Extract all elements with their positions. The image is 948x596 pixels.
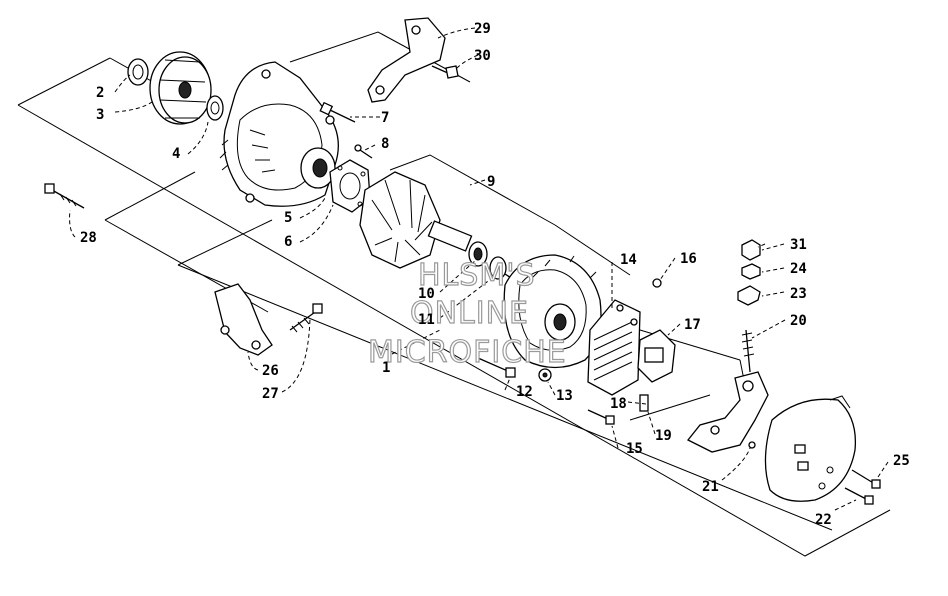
cover-bolts (844, 469, 881, 505)
callout-3: 3 (96, 107, 104, 123)
watermark-line-3: MICROFICHE (368, 335, 567, 370)
lower-bolts (477, 357, 615, 425)
callout-4: 4 (172, 146, 180, 162)
callout-26: 26 (262, 363, 279, 379)
callout-23: 23 (790, 286, 807, 302)
pulley-assembly (127, 51, 224, 125)
front-housing (219, 61, 339, 207)
callout-7: 7 (381, 110, 389, 126)
callout-12: 12 (516, 384, 533, 400)
callout-5: 5 (284, 210, 292, 226)
callout-19: 19 (655, 428, 672, 444)
callout-25: 25 (893, 453, 910, 469)
rectifier (587, 299, 641, 396)
mount-bolt (44, 183, 85, 209)
callout-8: 8 (381, 136, 389, 152)
callout-22: 22 (815, 512, 832, 528)
callout-27: 27 (262, 386, 279, 402)
lower-bracket (214, 283, 323, 356)
callout-13: 13 (556, 388, 573, 404)
callout-10: 10 (418, 286, 435, 302)
screws-top (319, 101, 373, 159)
callout-16: 16 (680, 251, 697, 267)
callout-18: 18 (610, 396, 627, 412)
callout-28: 28 (80, 230, 97, 246)
callout-31: 31 (790, 237, 807, 253)
watermark-line-2: ONLINE (410, 296, 529, 331)
callout-2: 2 (96, 85, 104, 101)
callout-labels: 1 2 3 4 5 6 7 8 9 10 11 12 13 14 15 16 1… (80, 21, 910, 528)
callout-21: 21 (702, 479, 719, 495)
callout-9: 9 (487, 174, 495, 190)
watermark: HLSM'S ONLINE MICROFICHE (367, 257, 567, 370)
callout-14: 14 (620, 252, 637, 268)
callout-leaders (69, 27, 889, 511)
callout-11: 11 (418, 312, 435, 328)
callout-24: 24 (790, 261, 807, 277)
callout-30: 30 (474, 48, 491, 64)
brush (639, 394, 649, 412)
callout-20: 20 (790, 313, 807, 329)
callout-17: 17 (684, 317, 701, 333)
callout-29: 29 (474, 21, 491, 37)
watermark-line-1: HLSM'S (418, 258, 536, 293)
regulator (637, 278, 676, 383)
callout-1: 1 (382, 360, 390, 376)
rear-cover (764, 395, 857, 502)
terminal-stud-set (737, 239, 761, 373)
top-bracket (367, 17, 459, 103)
callout-6: 6 (284, 234, 292, 250)
terminal-plate (686, 371, 769, 453)
callout-15: 15 (626, 441, 643, 457)
rotor (359, 171, 531, 291)
